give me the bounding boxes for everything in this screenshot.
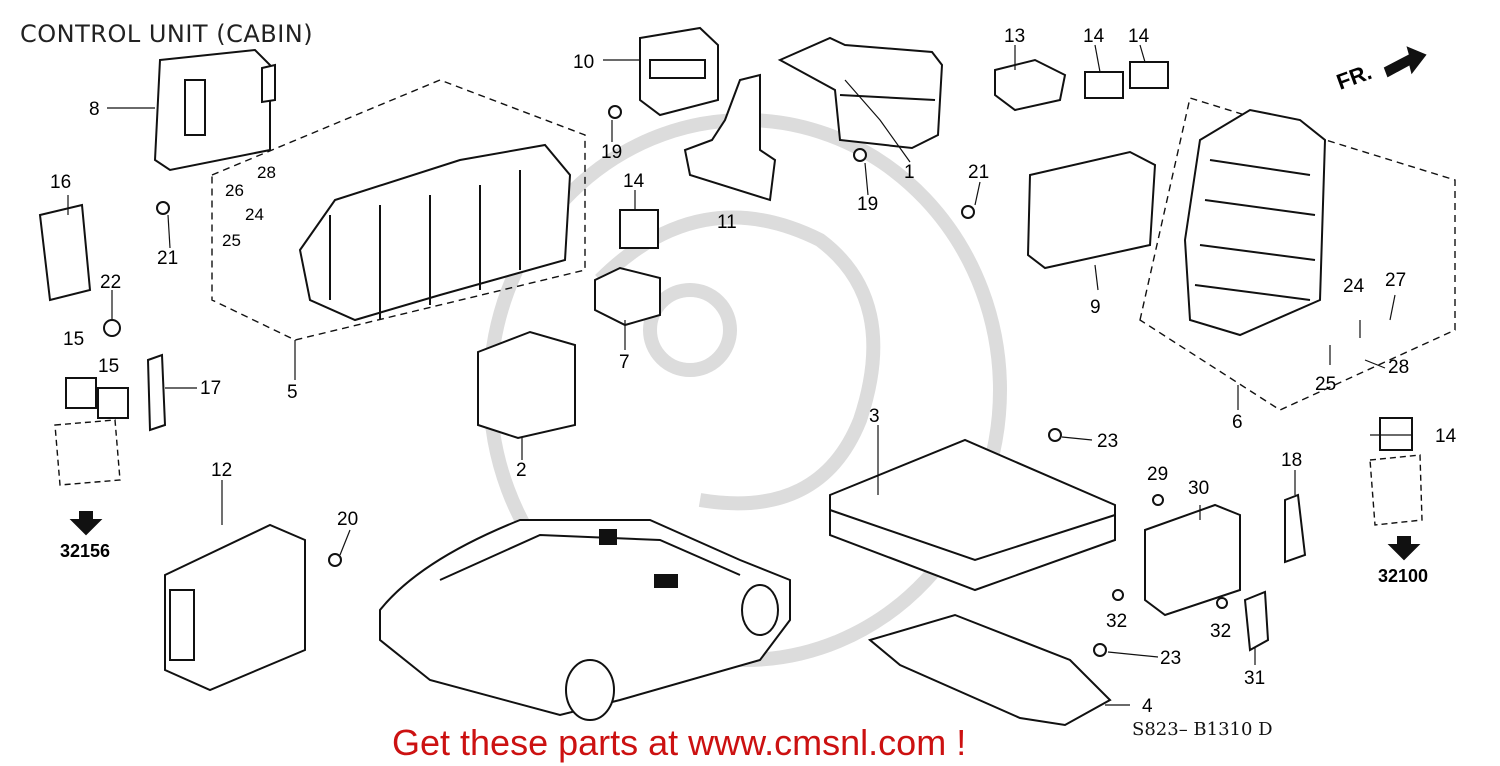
callout-3: 3 (869, 406, 880, 427)
part-17-bracket (146, 353, 167, 432)
part-3-control-unit (829, 438, 1116, 592)
relay-socket-right (1369, 454, 1423, 526)
callout-17: 17 (200, 378, 221, 399)
part-7-relay (594, 266, 661, 327)
fuse-box-outline-left (211, 79, 586, 341)
callout-1: 1 (904, 162, 915, 183)
ref-arrow-right (1387, 536, 1421, 561)
callout-28-a: 28 (257, 163, 276, 182)
part-12-control-unit (164, 523, 306, 692)
part-14-relay-top-a (1084, 71, 1124, 99)
callout-labels: 1 2 3 4 5 6 7 8 9 10 11 12 13 14 14 14 1… (50, 26, 1457, 717)
part-15-relay-a (65, 377, 97, 409)
fuse-box-outline-right (1139, 97, 1456, 411)
vehicle-location-illustration (379, 519, 791, 721)
ref-code-left: 32156 (60, 541, 110, 561)
callout-19-a: 19 (601, 142, 622, 163)
bolt-19-a (608, 105, 622, 119)
callout-15-b: 15 (98, 356, 119, 377)
callout-14-c: 14 (623, 171, 645, 192)
callout-25-a: 25 (222, 231, 241, 250)
callout-21-b: 21 (968, 162, 989, 183)
callout-5: 5 (287, 382, 298, 403)
part-30-control-unit (1144, 503, 1241, 617)
callout-23-b: 23 (1160, 648, 1181, 669)
part-16-cover (38, 203, 92, 302)
part-10-relay (639, 26, 719, 117)
callout-23-a: 23 (1097, 431, 1118, 452)
callout-24-a: 24 (245, 205, 264, 224)
callout-13: 13 (1004, 26, 1025, 47)
bolt-21-b (961, 205, 975, 219)
callout-31: 31 (1244, 668, 1265, 689)
callout-14-d: 14 (1435, 426, 1457, 447)
callout-9: 9 (1090, 297, 1101, 318)
promo-text: Get these parts at www.cmsnl.com ! (392, 722, 967, 763)
callout-32-a: 32 (1106, 611, 1127, 632)
part-5-fuse-box (298, 143, 572, 322)
part-2-module (477, 330, 576, 440)
callout-27: 27 (1385, 270, 1406, 291)
part-14-relay-right (1379, 417, 1413, 451)
callout-18: 18 (1281, 450, 1302, 471)
bolt-32-a (1112, 589, 1124, 601)
part-4-bracket (867, 613, 1112, 727)
part-15-relay-b (97, 387, 129, 419)
bolt-32-b (1216, 597, 1228, 609)
bolt-29 (1152, 494, 1164, 506)
part-14-relay-mid (619, 209, 659, 249)
callout-24-b: 24 (1343, 276, 1365, 297)
callout-11: 11 (717, 212, 737, 233)
callout-2: 2 (516, 460, 527, 481)
bolt-20 (328, 553, 342, 567)
callout-26: 26 (225, 181, 244, 200)
part-14-relay-top-b (1129, 61, 1169, 89)
callout-6: 6 (1232, 412, 1243, 433)
callout-22: 22 (100, 272, 121, 293)
part-18-bracket (1284, 493, 1307, 564)
callout-21-a: 21 (157, 248, 178, 269)
bolt-21-a (156, 201, 170, 215)
ref-code-right: 32100 (1378, 566, 1428, 586)
part-1-unit (777, 36, 944, 150)
callout-10: 10 (573, 52, 594, 73)
bolt-19-b (853, 148, 867, 162)
callout-14-b: 14 (1128, 26, 1150, 47)
part-6-fuse-box (1183, 108, 1327, 337)
callout-30: 30 (1188, 478, 1209, 499)
diagram-title: CONTROL UNIT (CABIN) (20, 20, 314, 48)
part-31-bracket (1243, 590, 1270, 652)
callout-29: 29 (1147, 464, 1168, 485)
callout-20: 20 (337, 509, 358, 530)
front-arrow-icon (1383, 46, 1427, 78)
ref-arrow-left (69, 511, 103, 536)
callout-25-b: 25 (1315, 374, 1336, 395)
callout-4: 4 (1142, 696, 1153, 717)
direction-label: FR. (1333, 59, 1375, 95)
callout-19-b: 19 (857, 194, 878, 215)
callout-14-a: 14 (1083, 26, 1105, 47)
leader-lines (67, 44, 1412, 706)
callout-12: 12 (211, 460, 232, 481)
diagram-code: S823– B1310 D (1132, 719, 1273, 740)
bolt-23-b (1093, 643, 1107, 657)
part-8-control-module (153, 48, 276, 172)
callout-8: 8 (89, 99, 100, 120)
callout-15-a: 15 (63, 329, 84, 350)
part-9-control-unit (1026, 150, 1157, 270)
callout-32-b: 32 (1210, 621, 1231, 642)
part-11-bracket (683, 73, 777, 202)
bolt-22 (103, 319, 121, 337)
relay-socket-left (54, 419, 121, 486)
part-13-relay (994, 58, 1067, 112)
bolt-23-a (1048, 428, 1062, 442)
callout-28-b: 28 (1388, 357, 1409, 378)
callout-7: 7 (619, 352, 630, 373)
callout-16: 16 (50, 172, 71, 193)
